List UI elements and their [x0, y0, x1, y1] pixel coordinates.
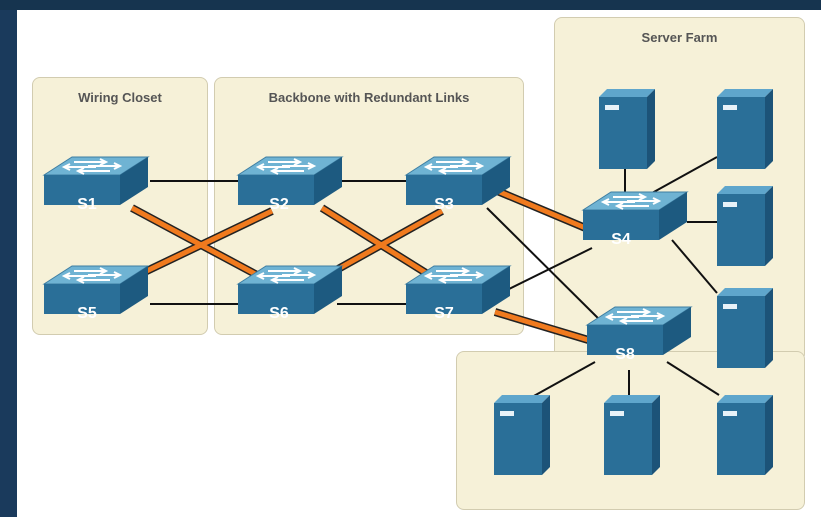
link-s4-server4	[671, 239, 718, 294]
server-icon	[717, 395, 773, 475]
switch-label-s8: S8	[615, 346, 635, 363]
switch-s7[interactable]: S7	[405, 265, 511, 322]
server-icon	[717, 186, 773, 266]
switch-label-s2: S2	[269, 196, 289, 213]
switch-label-s5: S5	[77, 305, 97, 322]
left-bar	[0, 10, 17, 517]
network-switch-icon	[405, 156, 511, 206]
panel-title-backbone: Backbone with Redundant Links	[268, 90, 470, 105]
server-icon	[604, 395, 660, 475]
switch-s2[interactable]: S2	[237, 156, 343, 213]
server-icon	[494, 395, 550, 475]
redundant-links	[130, 186, 597, 346]
redundant-link-s5-s2	[130, 208, 274, 281]
network-diagram: S1 S2 S3 S5 S6 S7 S4 S8	[43, 89, 773, 475]
switch-label-s4: S4	[611, 231, 631, 248]
switch-s8[interactable]: S8	[586, 306, 692, 363]
switch-s1[interactable]: S1	[43, 156, 149, 213]
switch-label-s1: S1	[77, 196, 97, 213]
server-icon	[717, 89, 773, 169]
switch-label-s7: S7	[434, 305, 454, 322]
switch-s4[interactable]: S4	[582, 191, 688, 248]
switch-label-s6: S6	[269, 305, 289, 322]
redundant-link-s3-s4	[494, 187, 596, 235]
top-bar	[0, 0, 821, 10]
link-s4-server2	[651, 156, 718, 194]
switch-s5[interactable]: S5	[43, 265, 149, 322]
links	[150, 156, 720, 398]
link-s8-server5	[531, 361, 596, 398]
switch-s6[interactable]: S6	[237, 265, 343, 322]
panel-title-wiring-closet: Wiring Closet	[78, 90, 162, 105]
network-switch-icon	[237, 156, 343, 206]
switch-s3[interactable]: S3	[405, 156, 511, 213]
link-s7-s4	[506, 247, 593, 291]
diagram-canvas: Wiring Closet Backbone with Redundant Li…	[17, 10, 821, 517]
redundant-link-s7-s8	[494, 309, 596, 345]
server-icon	[717, 288, 773, 368]
network-switch-icon	[582, 191, 688, 241]
panel-title-server-farm: Server Farm	[641, 30, 718, 45]
network-switch-icon	[586, 306, 692, 356]
link-s8-server7	[666, 361, 720, 396]
server-icon	[599, 89, 655, 169]
switch-label-s3: S3	[434, 196, 454, 213]
